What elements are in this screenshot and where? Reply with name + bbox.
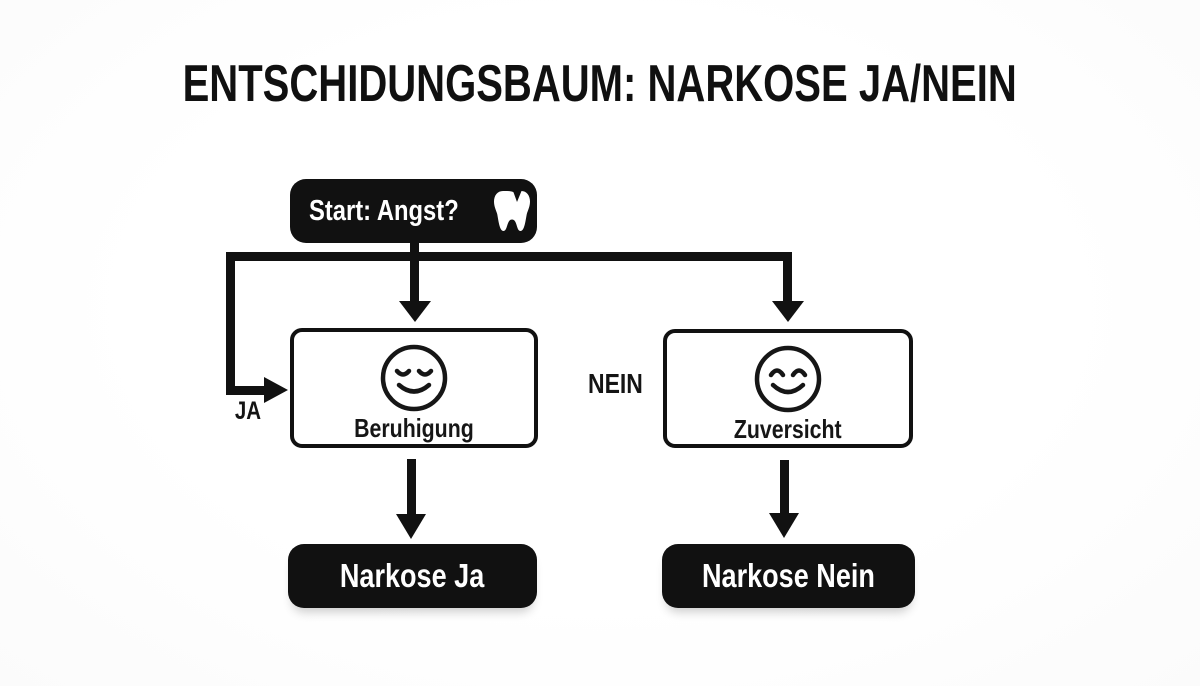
connector-beruhigung-outcome <box>407 459 416 516</box>
start-label: Start: Angst? <box>309 194 459 227</box>
relieved-face-icon <box>379 343 449 413</box>
narkose-ja-label: Narkose Ja <box>340 557 485 594</box>
arrowhead-down-icon <box>396 514 426 539</box>
connector-trunk-horizontal <box>226 252 792 261</box>
arrowhead-right-icon <box>264 377 288 403</box>
connector-zuversicht-outcome <box>780 460 789 515</box>
diagram-title: ENTSCHIDUNGSBAUM: NARKOSE JA/NEIN <box>0 58 1200 110</box>
node-start: Start: Angst? <box>290 179 537 243</box>
edge-label-nein: NEIN <box>587 368 643 399</box>
diagram-title-text: ENTSCHIDUNGSBAUM: NARKOSE JA/NEIN <box>182 55 1018 113</box>
node-narkose-nein: Narkose Nein <box>662 544 915 608</box>
connector-middle-vertical <box>410 242 419 303</box>
beruhigung-label: Beruhigung <box>354 413 474 443</box>
arrowhead-down-icon <box>772 301 804 322</box>
connector-ja-vertical <box>226 252 235 395</box>
narkose-nein-label: Narkose Nein <box>702 557 875 594</box>
tooth-icon <box>492 190 532 232</box>
edge-label-ja: JA <box>234 397 262 425</box>
connector-ja-horizontal <box>226 386 266 395</box>
node-zuversicht: Zuversicht <box>663 329 913 448</box>
zuversicht-label: Zuversicht <box>734 414 842 444</box>
connector-nein-vertical <box>783 252 792 303</box>
arrowhead-down-icon <box>769 513 799 538</box>
smiling-face-icon <box>753 344 823 414</box>
node-narkose-ja: Narkose Ja <box>288 544 537 608</box>
node-beruhigung: Beruhigung <box>290 328 538 448</box>
arrowhead-down-icon <box>399 301 431 322</box>
